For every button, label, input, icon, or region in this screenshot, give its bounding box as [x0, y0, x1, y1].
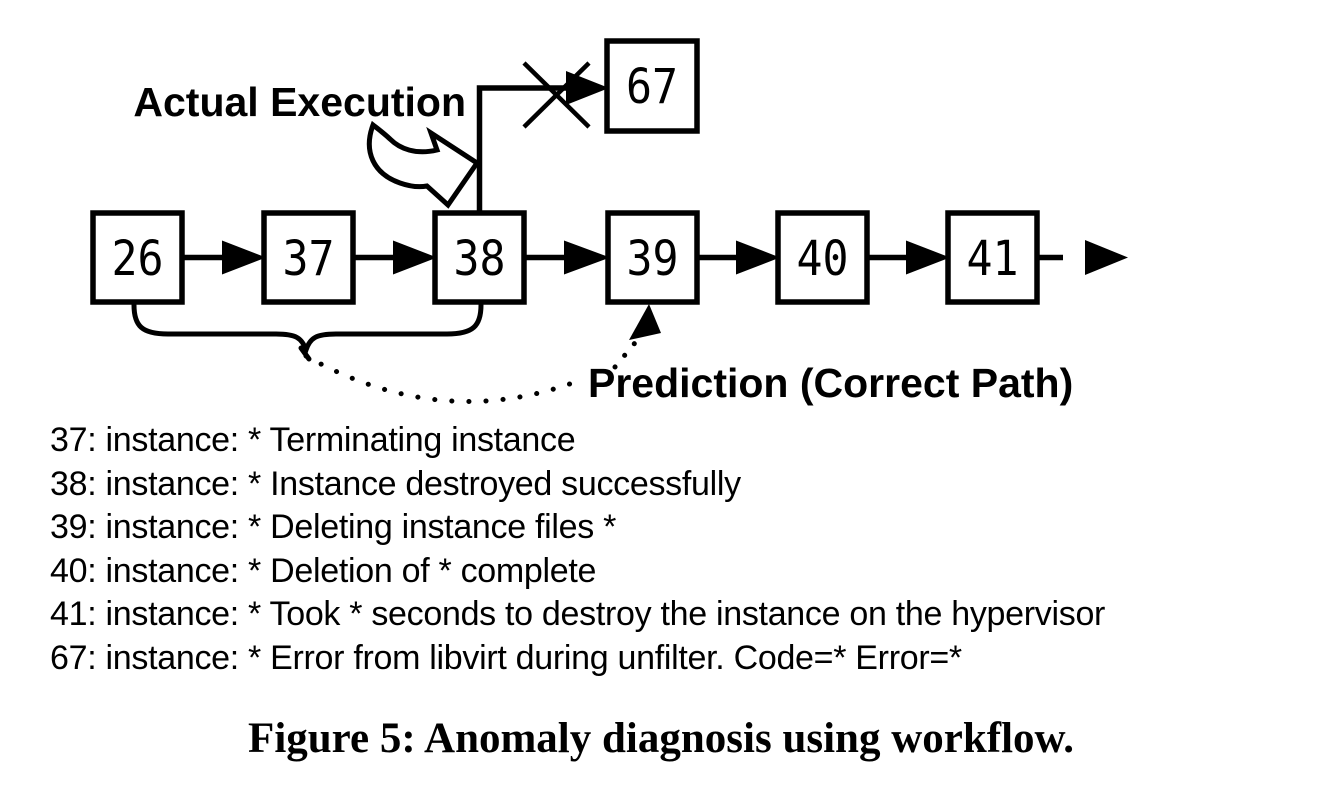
branch-path — [476, 85, 568, 214]
workflow-node-26: 26 — [90, 210, 185, 305]
node-box — [605, 210, 700, 305]
flow-arrow-39-40 — [695, 240, 780, 275]
node-number: 39 — [627, 231, 679, 287]
arrowhead-icon — [906, 240, 950, 275]
node-box — [604, 38, 700, 134]
curly-brace — [131, 302, 484, 358]
flow-arrow-26-37 — [180, 240, 266, 275]
actual-execution-pointer-icon — [366, 120, 481, 209]
workflow-node-41: 41 — [945, 210, 1040, 305]
log-line: 39: instance: * Deleting instance files … — [50, 508, 617, 546]
arrowhead-icon — [736, 240, 780, 275]
workflow-node-38: 38 — [432, 210, 527, 305]
flow-arrow-37-38 — [351, 240, 437, 275]
node-number: 67 — [626, 59, 678, 115]
x-mark-icon — [522, 61, 591, 129]
log-line: 38: instance: * Instance destroyed succe… — [50, 464, 741, 503]
workflow-node-40: 40 — [775, 210, 870, 305]
node-number: 41 — [967, 231, 1019, 287]
actual-execution-label: Actual Execution — [133, 79, 466, 125]
workflow-node-39: 39 — [605, 210, 700, 305]
node-box — [945, 210, 1040, 305]
node-number: 40 — [797, 231, 849, 287]
prediction-arrow — [612, 304, 661, 370]
arrowhead-icon — [566, 71, 609, 105]
node-box — [775, 210, 870, 305]
node-box — [90, 210, 185, 305]
node-number: 37 — [283, 231, 335, 287]
arrowhead-icon — [1085, 240, 1128, 275]
workflow-node-67: 67 — [604, 38, 700, 134]
log-line: 41: instance: * Took * seconds to destro… — [50, 595, 1106, 633]
log-line: 40: instance: * Deletion of * complete — [50, 551, 597, 590]
log-legend: 37: instance: * Terminating instance 38:… — [50, 419, 1105, 680]
arrowhead-icon — [629, 304, 661, 340]
figure-caption: Figure 5: Anomaly diagnosis using workfl… — [248, 715, 1074, 762]
workflow-node-37: 37 — [261, 210, 356, 305]
node-number: 26 — [112, 231, 164, 287]
prediction-dotted-segment — [612, 335, 642, 370]
node-box — [261, 210, 356, 305]
node-number: 38 — [454, 231, 506, 287]
flow-arrow-38-39 — [522, 240, 610, 275]
flow-arrow-40-41 — [865, 240, 950, 275]
arrowhead-icon — [393, 240, 437, 275]
node-box — [432, 210, 527, 305]
log-line: 37: instance: * Terminating instance — [50, 421, 576, 459]
actual-execution-branch — [476, 61, 609, 214]
log-line: 67: instance: * Error from libvirt durin… — [50, 638, 962, 677]
arrowhead-icon — [222, 240, 266, 275]
flow-continuation-arrow — [1037, 240, 1128, 275]
prediction-dotted-curve — [303, 353, 581, 404]
arrowhead-icon — [564, 240, 610, 275]
prediction-label: Prediction (Correct Path) — [588, 360, 1073, 406]
